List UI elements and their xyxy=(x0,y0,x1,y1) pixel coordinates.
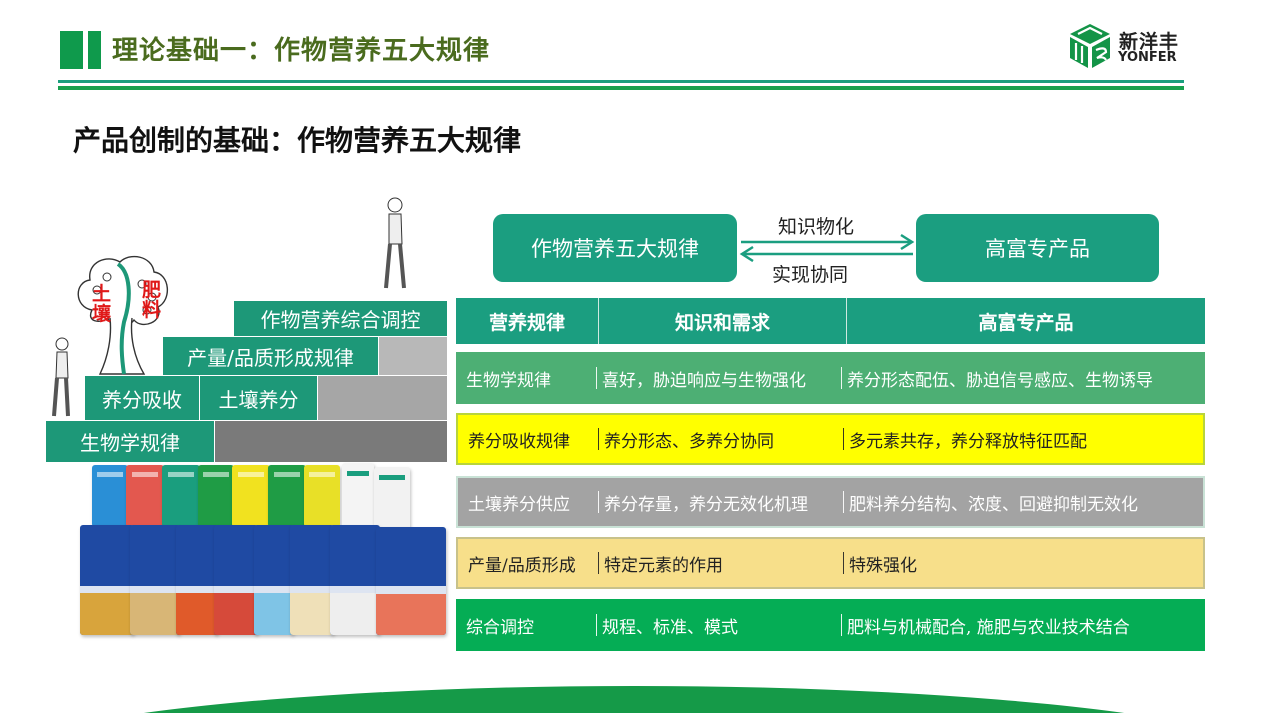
cell-product: 养分形态配伍、胁迫信号感应、生物诱导 xyxy=(847,370,1153,391)
column-separator xyxy=(843,491,844,513)
table-row: 产量/品质形成 特定元素的作用 特殊强化 xyxy=(456,537,1205,589)
walking-person-icon xyxy=(384,197,406,289)
tree-label-fertilizer: 肥料 xyxy=(142,279,162,321)
cell-law: 综合调控 xyxy=(466,617,534,638)
column-separator xyxy=(598,428,599,450)
bidirectional-arrows-icon xyxy=(739,233,915,262)
column-separator xyxy=(843,428,844,450)
title-accent-bar-thin xyxy=(88,31,101,69)
logo-name-en: YONFER xyxy=(1118,50,1177,65)
section-subtitle: 产品创制的基础：作物营养五大规律 xyxy=(73,124,522,157)
slide-title: 理论基础一：作物营养五大规律 xyxy=(112,36,491,66)
cell-product: 特殊强化 xyxy=(849,555,917,576)
header-cell-product: 高富专产品 xyxy=(978,311,1074,334)
header-cell-law: 营养规律 xyxy=(456,298,599,344)
product-bag xyxy=(126,465,164,527)
table-row: 土壤养分供应 养分存量，养分无效化机理 肥料养分结构、浓度、回避抑制无效化 xyxy=(456,476,1205,528)
product-bag xyxy=(162,465,200,527)
flow-box-five-laws: 作物营养五大规律 xyxy=(493,214,737,282)
flow-label-backward: 实现协同 xyxy=(772,264,849,286)
product-bag xyxy=(92,465,128,527)
table-row: 养分吸收规律 养分形态、多养分协同 多元素共存，养分释放特征匹配 xyxy=(456,413,1205,465)
step-nutrient-absorption: 养分吸收 xyxy=(85,376,199,420)
product-bag xyxy=(342,463,374,529)
step-biology: 生物学规律 xyxy=(46,421,214,462)
step-filler-grey xyxy=(215,421,447,462)
product-bag xyxy=(376,527,446,635)
header-cell-knowledge: 知识和需求 xyxy=(599,298,847,344)
product-bag xyxy=(176,525,218,635)
column-separator xyxy=(598,491,599,513)
cell-product: 多元素共存，养分释放特征匹配 xyxy=(849,431,1087,452)
table-header: 营养规律 知识和需求 高富专产品 xyxy=(456,298,1205,344)
product-bag xyxy=(304,465,340,527)
column-separator xyxy=(598,552,599,574)
walking-person-icon xyxy=(52,337,70,417)
cell-knowledge: 特定元素的作用 xyxy=(604,555,723,576)
step-integrated-control: 作物营养综合调控 xyxy=(234,301,447,336)
yonfer-cube-logo-icon xyxy=(1070,24,1110,68)
cell-law: 生物学规律 xyxy=(466,370,551,391)
product-bag xyxy=(254,525,294,635)
product-bag xyxy=(290,525,334,635)
product-bag xyxy=(268,465,306,527)
cell-law: 养分吸收规律 xyxy=(468,431,570,452)
step-soil-nutrients: 土壤养分 xyxy=(200,376,317,420)
product-bag xyxy=(214,525,258,635)
tree-label-soil: 土壤 xyxy=(92,283,112,325)
title-accent-bar xyxy=(60,31,83,69)
flow-box-products: 高富专产品 xyxy=(916,214,1159,282)
footer-arc-decoration xyxy=(0,686,1268,713)
product-bag xyxy=(130,525,180,635)
logo-name-cn: 新洋丰 xyxy=(1119,31,1180,53)
header-divider-bottom xyxy=(58,86,1184,90)
table-row: 生物学规律 喜好，胁迫响应与生物强化 养分形态配伍、胁迫信号感应、生物诱导 xyxy=(456,352,1205,404)
cell-knowledge: 养分存量，养分无效化机理 xyxy=(604,494,808,515)
column-separator xyxy=(596,614,597,636)
product-bag xyxy=(330,525,380,635)
step-filler-grey xyxy=(379,337,447,375)
step-yield-quality: 产量/品质形成规律 xyxy=(163,337,378,375)
cell-law: 产量/品质形成 xyxy=(468,555,576,576)
tree-illustration-icon xyxy=(77,255,168,375)
product-bag xyxy=(198,465,234,527)
cell-product: 肥料养分结构、浓度、回避抑制无效化 xyxy=(849,494,1138,515)
product-bags-image xyxy=(80,463,452,640)
product-bag xyxy=(374,467,410,531)
cell-product: 肥料与机械配合, 施肥与农业技术结合 xyxy=(847,617,1130,638)
product-bag xyxy=(232,465,270,527)
column-separator xyxy=(596,367,597,389)
cell-law: 土壤养分供应 xyxy=(468,494,570,515)
table-row: 综合调控 规程、标准、模式 肥料与机械配合, 施肥与农业技术结合 xyxy=(456,599,1205,651)
header-divider-top xyxy=(58,80,1184,83)
flow-label-forward: 知识物化 xyxy=(778,216,855,238)
step-filler-grey xyxy=(318,376,447,420)
product-bag xyxy=(80,525,134,635)
cell-knowledge: 喜好，胁迫响应与生物强化 xyxy=(602,370,806,391)
column-separator xyxy=(841,367,842,389)
cell-knowledge: 养分形态、多养分协同 xyxy=(604,431,774,452)
column-separator xyxy=(841,614,842,636)
cell-knowledge: 规程、标准、模式 xyxy=(602,617,738,638)
column-separator xyxy=(843,552,844,574)
